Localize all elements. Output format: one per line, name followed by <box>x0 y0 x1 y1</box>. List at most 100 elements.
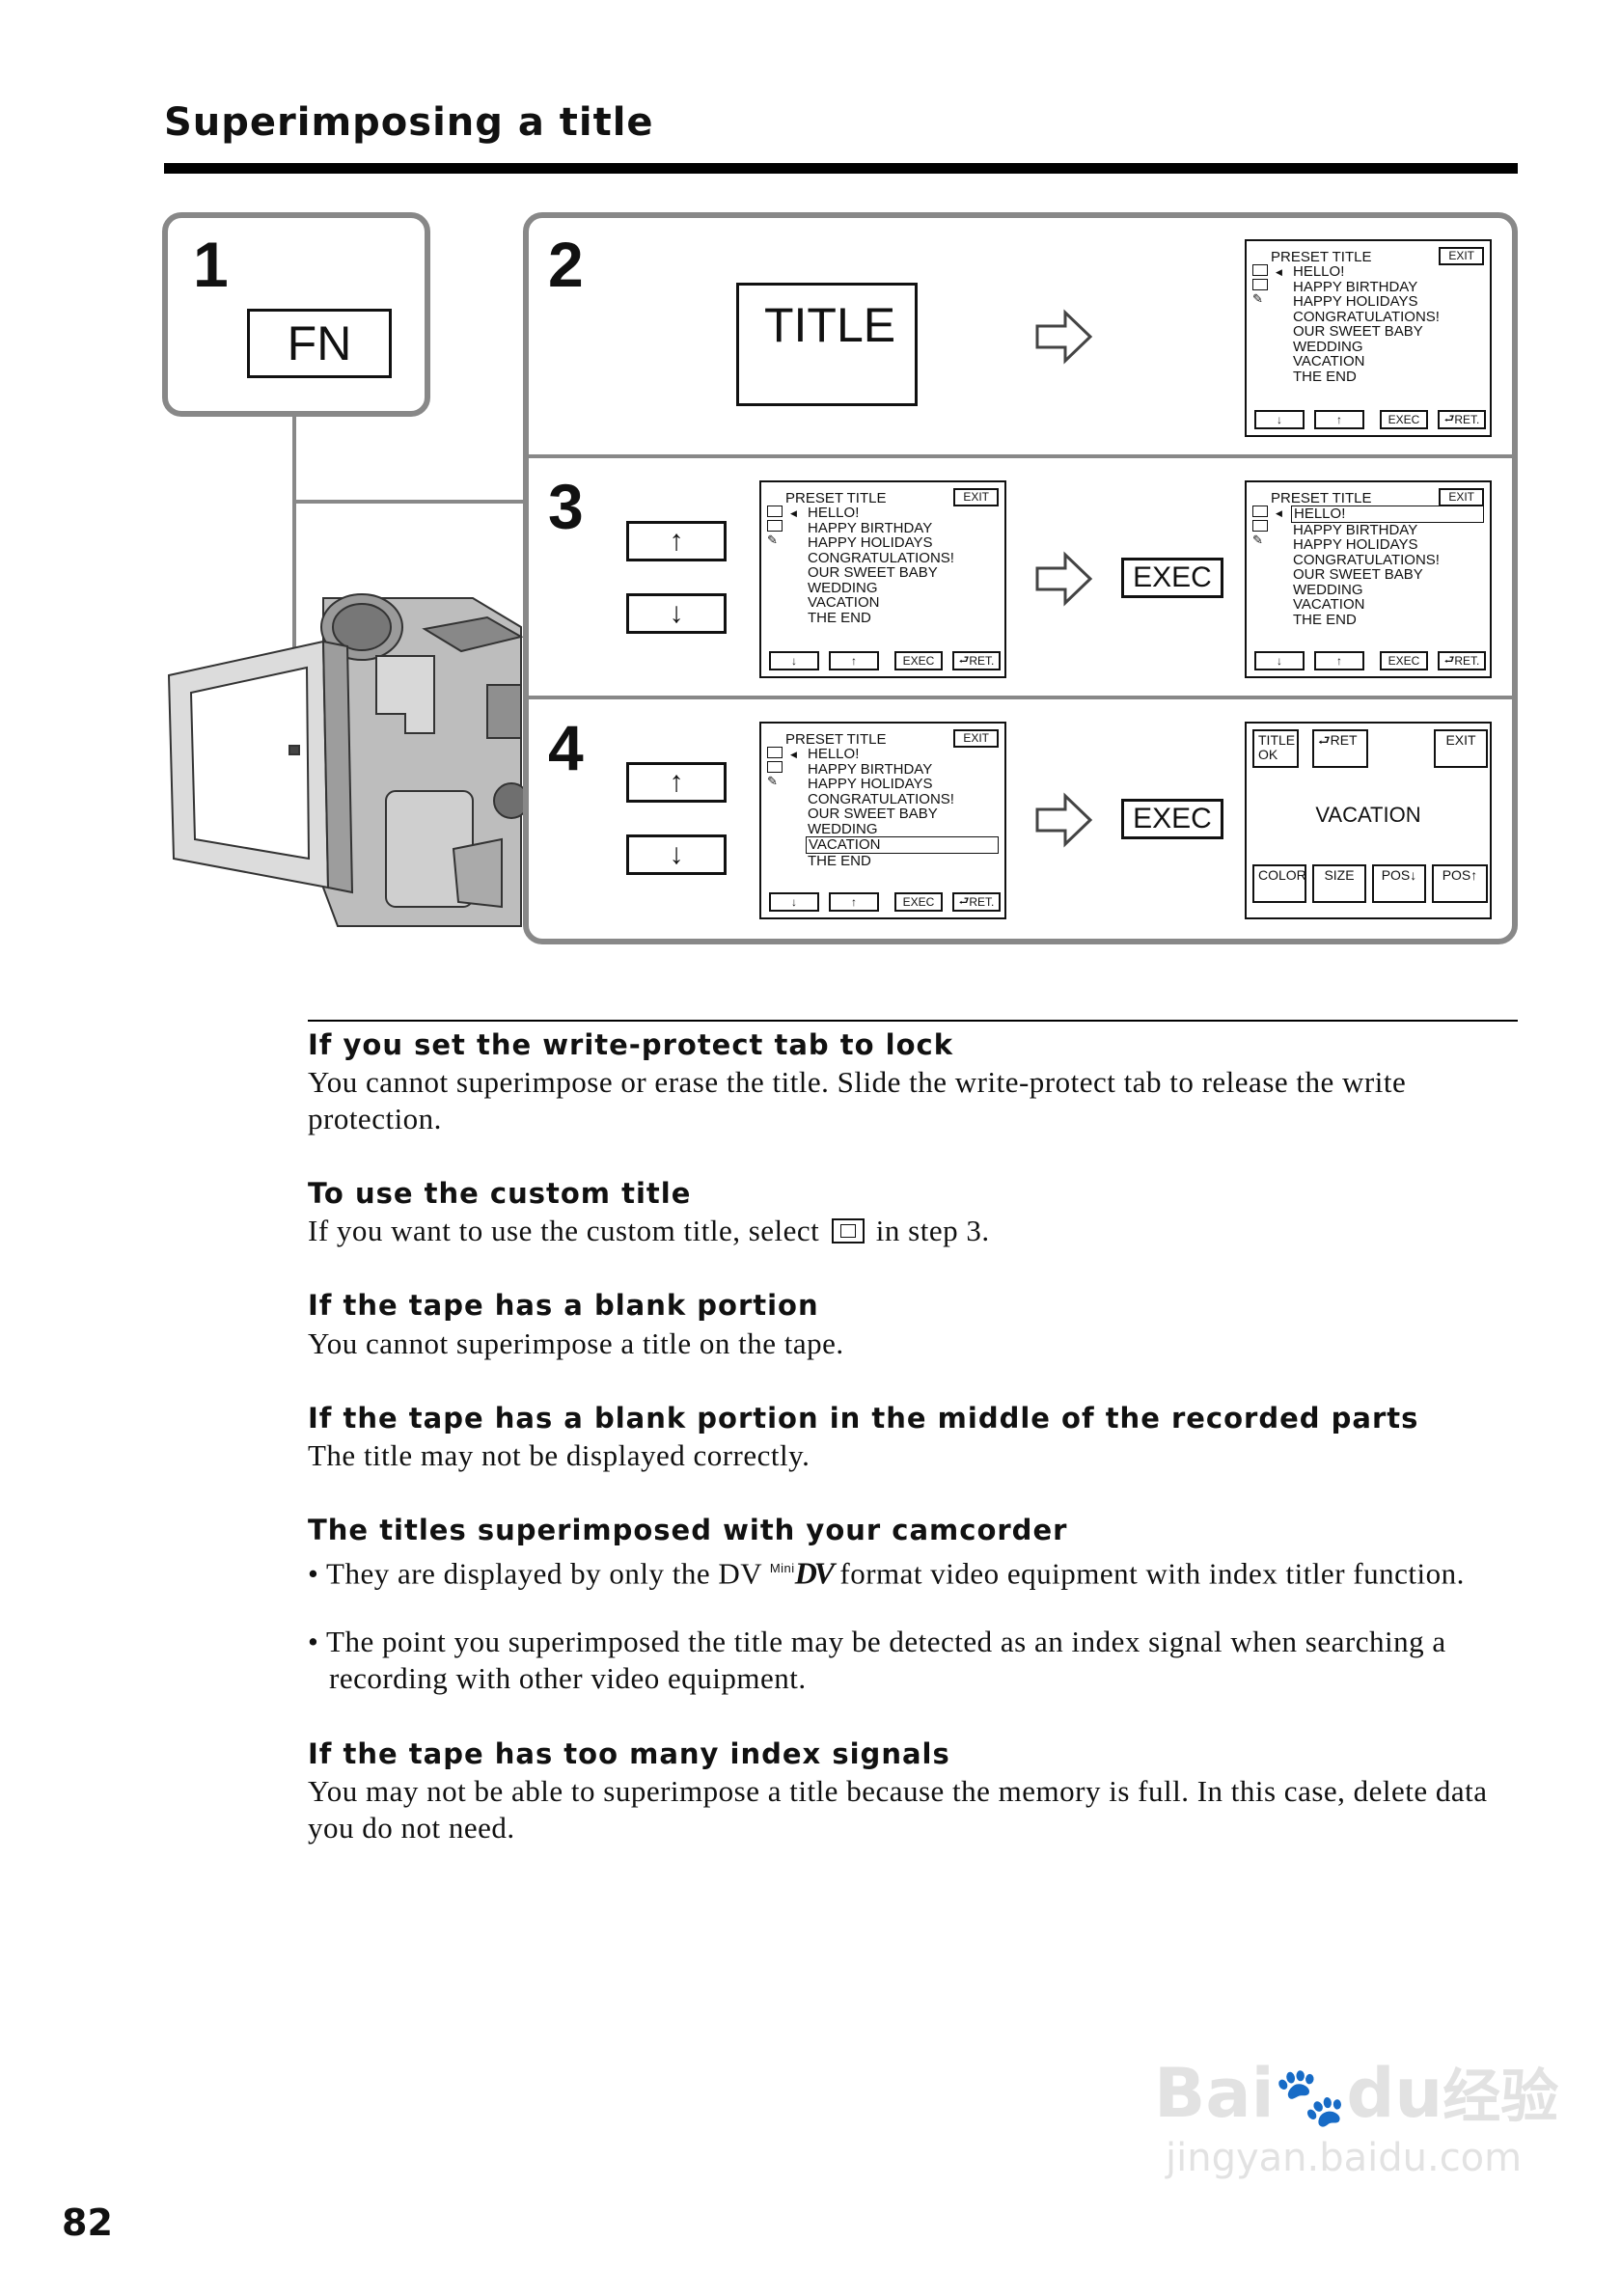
menu-item-selected[interactable]: HELLO! <box>1291 506 1484 523</box>
menu-item[interactable]: WEDDING <box>1293 581 1363 598</box>
page-title: Superimposing a title <box>164 100 654 145</box>
note-body: You cannot superimpose or erase the titl… <box>308 1065 1407 1135</box>
step2-menu-screen: PRESET TITLE EXIT ✎ ◀ HELLO! HAPPY BIRTH… <box>1245 239 1492 437</box>
step3-menu-screen-before: PRESET TITLE EXIT ✎ ◀ HELLO! HAPPY BIRTH… <box>759 480 1006 678</box>
step4-number: 4 <box>548 712 584 783</box>
step4-menu-screen: PRESET TITLE EXIT ✎ ◀ HELLO! HAPPY BIRTH… <box>759 722 1006 919</box>
menu-item[interactable]: CONGRATULATIONS! <box>1293 551 1440 568</box>
menu-item[interactable]: HELLO! <box>808 505 860 521</box>
up-button[interactable]: ↑ <box>829 892 879 912</box>
up-button[interactable]: ↑ <box>829 651 879 670</box>
menu-item[interactable]: THE END <box>808 609 871 626</box>
down-button[interactable]: ↓ <box>1254 651 1305 670</box>
baidu-watermark: Bai🐾du经验 jingyan.baidu.com <box>1154 2054 1559 2180</box>
exec-button[interactable]: EXEC <box>1121 799 1223 839</box>
ret-button[interactable]: ⮐RET. <box>952 651 1001 670</box>
exec-button[interactable]: EXEC <box>1380 410 1428 429</box>
exec-button[interactable]: EXEC <box>894 651 943 670</box>
note-heading: The titles superimposed with your camcor… <box>308 1514 1068 1546</box>
note-body: You may not be able to superimpose a tit… <box>308 1774 1488 1845</box>
menu-item[interactable]: HAPPY BIRTHDAY <box>1293 521 1418 538</box>
return-icon: ⮐ <box>958 652 970 667</box>
menu-side-icons: ✎ <box>767 747 788 790</box>
menu-items: HELLO! HAPPY BIRTHDAY HAPPY HOLIDAYS CON… <box>806 747 999 868</box>
title-preview-text: VACATION <box>1315 803 1421 827</box>
menu-item[interactable]: OUR SWEET BABY <box>808 564 938 581</box>
menu-item[interactable]: HELLO! <box>1293 263 1345 280</box>
ret-button[interactable]: ⮐RET. <box>952 892 1001 912</box>
menu-side-icons: ✎ <box>1252 264 1274 308</box>
up-button[interactable]: ↑ <box>1314 410 1364 429</box>
arrow-right-icon <box>1035 792 1093 848</box>
menu-item[interactable]: CONGRATULATIONS! <box>808 549 954 566</box>
exec-button[interactable]: EXEC <box>894 892 943 912</box>
pos-up-button[interactable]: POS↑ <box>1432 864 1488 903</box>
menu-item[interactable]: VACATION <box>1293 596 1365 613</box>
page-number: 82 <box>62 2201 113 2244</box>
pen-icon: ✎ <box>767 533 778 547</box>
menu-item[interactable]: HAPPY BIRTHDAY <box>808 519 933 536</box>
menu-item[interactable]: WEDDING <box>808 579 878 596</box>
pen-icon: ✎ <box>767 774 778 788</box>
down-button[interactable]: ↓ <box>1254 410 1305 429</box>
menu-item[interactable]: OUR SWEET BABY <box>808 806 938 822</box>
preset-title-icon <box>767 747 783 758</box>
connector-vertical <box>292 417 296 754</box>
custom-title-icon <box>1252 279 1268 290</box>
menu-footer: ↓ ↑ EXEC ⮐RET. <box>769 892 1001 912</box>
menu-side-icons: ✎ <box>767 506 788 549</box>
menu-item[interactable]: VACATION <box>1293 353 1365 369</box>
fn-button[interactable]: FN <box>247 309 392 378</box>
ret-button[interactable]: ⮐RET. <box>1438 651 1486 670</box>
pos-down-button[interactable]: POS↓ <box>1372 864 1426 903</box>
menu-item[interactable]: THE END <box>808 852 871 869</box>
menu-item[interactable]: CONGRATULATIONS! <box>808 790 954 807</box>
exit-button[interactable]: EXIT <box>953 729 999 748</box>
menu-item[interactable]: WEDDING <box>1293 338 1363 355</box>
menu-item[interactable]: HELLO! <box>808 746 860 762</box>
menu-item[interactable]: HAPPY HOLIDAYS <box>808 776 933 792</box>
up-button[interactable]: ↑ <box>1314 651 1364 670</box>
exit-button[interactable]: EXIT <box>953 488 999 506</box>
exit-button[interactable]: EXIT <box>1439 488 1484 506</box>
menu-header: PRESET TITLE <box>1271 490 1372 506</box>
menu-side-icons: ✎ <box>1252 506 1274 549</box>
menu-item[interactable]: HAPPY HOLIDAYS <box>808 534 933 551</box>
down-arrow-button[interactable]: ↓ <box>626 593 727 634</box>
menu-item-selected[interactable]: VACATION <box>806 836 999 854</box>
ret-button[interactable]: ⮐RET <box>1312 729 1368 768</box>
note-heading: If the tape has a blank portion <box>308 1289 819 1322</box>
exit-button[interactable]: EXIT <box>1439 247 1484 265</box>
menu-item[interactable]: HAPPY HOLIDAYS <box>1293 536 1418 553</box>
color-button[interactable]: COLOR <box>1252 864 1306 903</box>
menu-item[interactable]: OUR SWEET BABY <box>1293 323 1423 340</box>
ret-button[interactable]: ⮐RET. <box>1438 410 1486 429</box>
preset-title-icon <box>1252 506 1268 517</box>
menu-item[interactable]: CONGRATULATIONS! <box>1293 308 1440 325</box>
note-body: The title may not be displayed correctly… <box>308 1438 810 1472</box>
title-ok-button[interactable]: TITLE OK <box>1252 729 1299 768</box>
menu-item[interactable]: WEDDING <box>808 820 878 837</box>
menu-item[interactable]: THE END <box>1293 611 1357 628</box>
size-button[interactable]: SIZE <box>1312 864 1366 903</box>
up-arrow-button[interactable]: ↑ <box>626 762 727 803</box>
menu-item[interactable]: OUR SWEET BABY <box>1293 566 1423 583</box>
menu-items: HELLO! HAPPY BIRTHDAY HAPPY HOLIDAYS CON… <box>806 506 954 625</box>
menu-item[interactable]: VACATION <box>808 594 880 611</box>
menu-item[interactable]: HAPPY BIRTHDAY <box>1293 278 1418 295</box>
connector-horizontal <box>292 500 529 504</box>
up-arrow-button[interactable]: ↑ <box>626 521 727 561</box>
down-button[interactable]: ↓ <box>769 651 819 670</box>
menu-item[interactable]: HAPPY BIRTHDAY <box>808 760 933 778</box>
exit-button[interactable]: EXIT <box>1434 729 1488 768</box>
exec-button[interactable]: EXEC <box>1380 651 1428 670</box>
down-button[interactable]: ↓ <box>769 892 819 912</box>
down-arrow-button[interactable]: ↓ <box>626 834 727 875</box>
menu-item[interactable]: THE END <box>1293 368 1357 385</box>
title-button[interactable]: TITLE <box>736 283 918 406</box>
return-icon: ⮐ <box>1443 411 1455 425</box>
exec-button[interactable]: EXEC <box>1121 558 1223 598</box>
custom-title-icon <box>831 1217 865 1244</box>
menu-item[interactable]: HAPPY HOLIDAYS <box>1293 293 1418 310</box>
note-body: If you want to use the custom title, sel… <box>308 1214 990 1247</box>
